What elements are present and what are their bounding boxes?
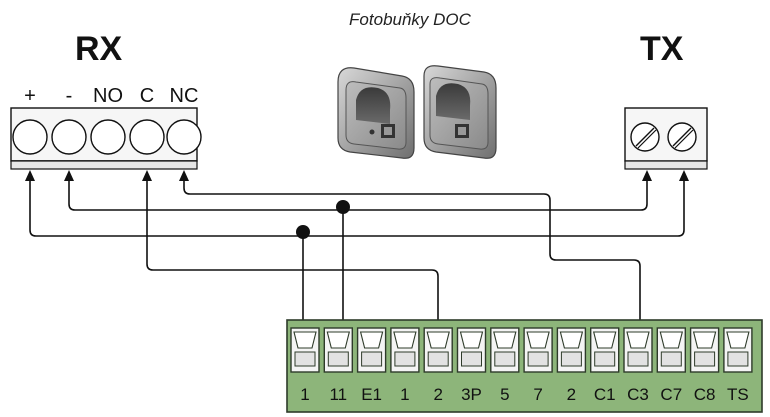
terminal-block [423,327,453,373]
arrow-tx-1 [642,170,652,181]
junction-dot-plus [296,225,310,239]
terminal-label: C7 [660,385,682,404]
rx-pin-labels: + -NO C NC [24,85,198,107]
arrow-rx-c [142,170,152,181]
terminal-block [689,327,720,373]
photocell-rx-icon [337,67,415,159]
arrow-tx-2 [679,170,689,181]
rx-pin-label: C [140,85,154,107]
wire-rx-plus [29,175,685,237]
rx-label: RX [75,30,123,68]
terminal-block [623,327,653,373]
rx-screw [129,119,165,155]
terminal-label: E1 [361,385,382,404]
rx-pin-label: - [66,85,73,107]
terminal-label: 1 [300,385,309,404]
rx-pin-label: NO [93,85,123,107]
terminal-label: TS [727,385,749,404]
terminal-label: C8 [694,385,716,404]
rx-pin-label: NC [170,85,199,107]
arrow-rx-plus [25,170,35,181]
tx-screw-1 [630,122,660,152]
terminal-label: C3 [627,385,649,404]
terminal-label: 7 [533,385,542,404]
terminal-block [723,327,753,373]
terminal-block [656,327,686,373]
wire-rx-minus [68,175,648,211]
terminal-block [590,327,620,373]
tx-label: TX [640,30,684,68]
terminal-block [290,327,320,373]
terminal-block [456,327,487,373]
tx-terminal-block [624,107,708,170]
tx-screw-2 [667,122,697,152]
arrow-rx-nc [179,170,189,181]
terminal-label: 2 [433,385,442,404]
arrow-rx-minus [64,170,74,181]
rx-terminal-block [10,107,202,170]
terminal-block [323,327,353,373]
terminal-block [356,327,387,373]
wire-rx-c [146,175,439,345]
wire-rx-nc [183,175,641,345]
terminal-label: 1 [400,385,409,404]
terminal-label: C1 [594,385,616,404]
diagram-title: Fotobuňky DOC [349,10,472,29]
photocell-tx-icon [423,65,497,159]
rx-pin-label: + [24,85,36,107]
terminal-label: 11 [329,385,347,404]
terminal-block [390,327,420,373]
terminal-label: 3P [461,385,482,404]
terminal-label: 2 [567,385,576,404]
rx-screw [166,119,202,155]
junction-dot-minus [336,200,350,214]
terminal-block [490,327,520,373]
terminal-block [523,327,553,373]
rx-screw [90,119,126,155]
terminal-block [556,327,587,373]
rx-screw [51,119,87,155]
arrows-up [25,170,689,181]
rx-screw [12,119,48,155]
terminal-label: 5 [500,385,509,404]
